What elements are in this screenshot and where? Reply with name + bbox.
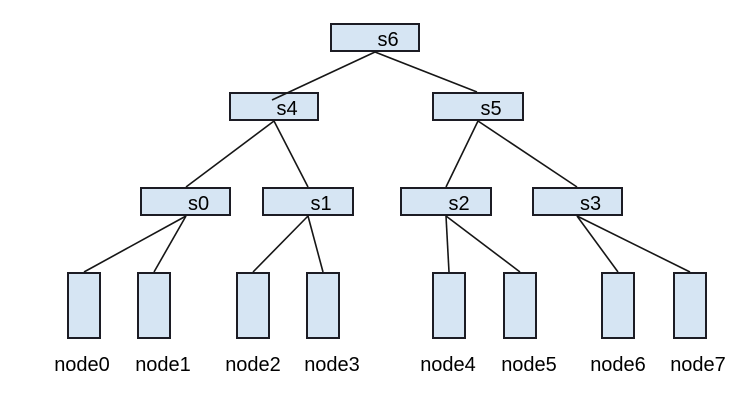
tree-node-s2: s2: [400, 187, 492, 216]
leaf-label-node3: node3: [304, 354, 360, 376]
edge-s3-node7: [576, 215, 691, 273]
leaf-box-node7: [673, 272, 707, 339]
tree-node-s6: s6: [330, 23, 420, 52]
edge-s4-s1: [273, 120, 309, 188]
edge-s6-s5: [374, 51, 478, 93]
edge-s4-s0: [185, 120, 275, 188]
tree-node-s3: s3: [532, 187, 623, 216]
leaf-box-node6: [601, 272, 635, 339]
tree-node-s1: s1: [262, 187, 354, 216]
edge-s1-node2: [252, 215, 309, 273]
leaf-box-node1: [137, 272, 171, 339]
leaf-label-node7: node7: [670, 354, 726, 376]
edge-s3-node6: [576, 215, 619, 273]
edge-s2-node4: [445, 215, 450, 273]
tree-node-s4: s4: [229, 92, 319, 121]
tree-node-s5: s5: [432, 92, 524, 121]
leaf-label-node4: node4: [420, 354, 476, 376]
leaf-box-node5: [503, 272, 537, 339]
edge-s1-node3: [307, 215, 324, 273]
leaf-label-node6: node6: [590, 354, 646, 376]
edge-s5-s2: [445, 120, 479, 188]
leaf-label-node0: node0: [54, 354, 110, 376]
leaf-label-node5: node5: [501, 354, 557, 376]
edge-s0-node1: [153, 215, 187, 273]
leaf-label-node1: node1: [135, 354, 191, 376]
leaf-box-node2: [236, 272, 270, 339]
edge-s5-s3: [477, 120, 578, 188]
edge-s2-node5: [445, 215, 521, 273]
edge-s0-node0: [83, 215, 187, 273]
tree-node-s0: s0: [140, 187, 231, 216]
leaf-label-node2: node2: [225, 354, 281, 376]
leaf-box-node4: [432, 272, 466, 339]
leaf-box-node0: [67, 272, 101, 339]
leaf-box-node3: [306, 272, 340, 339]
